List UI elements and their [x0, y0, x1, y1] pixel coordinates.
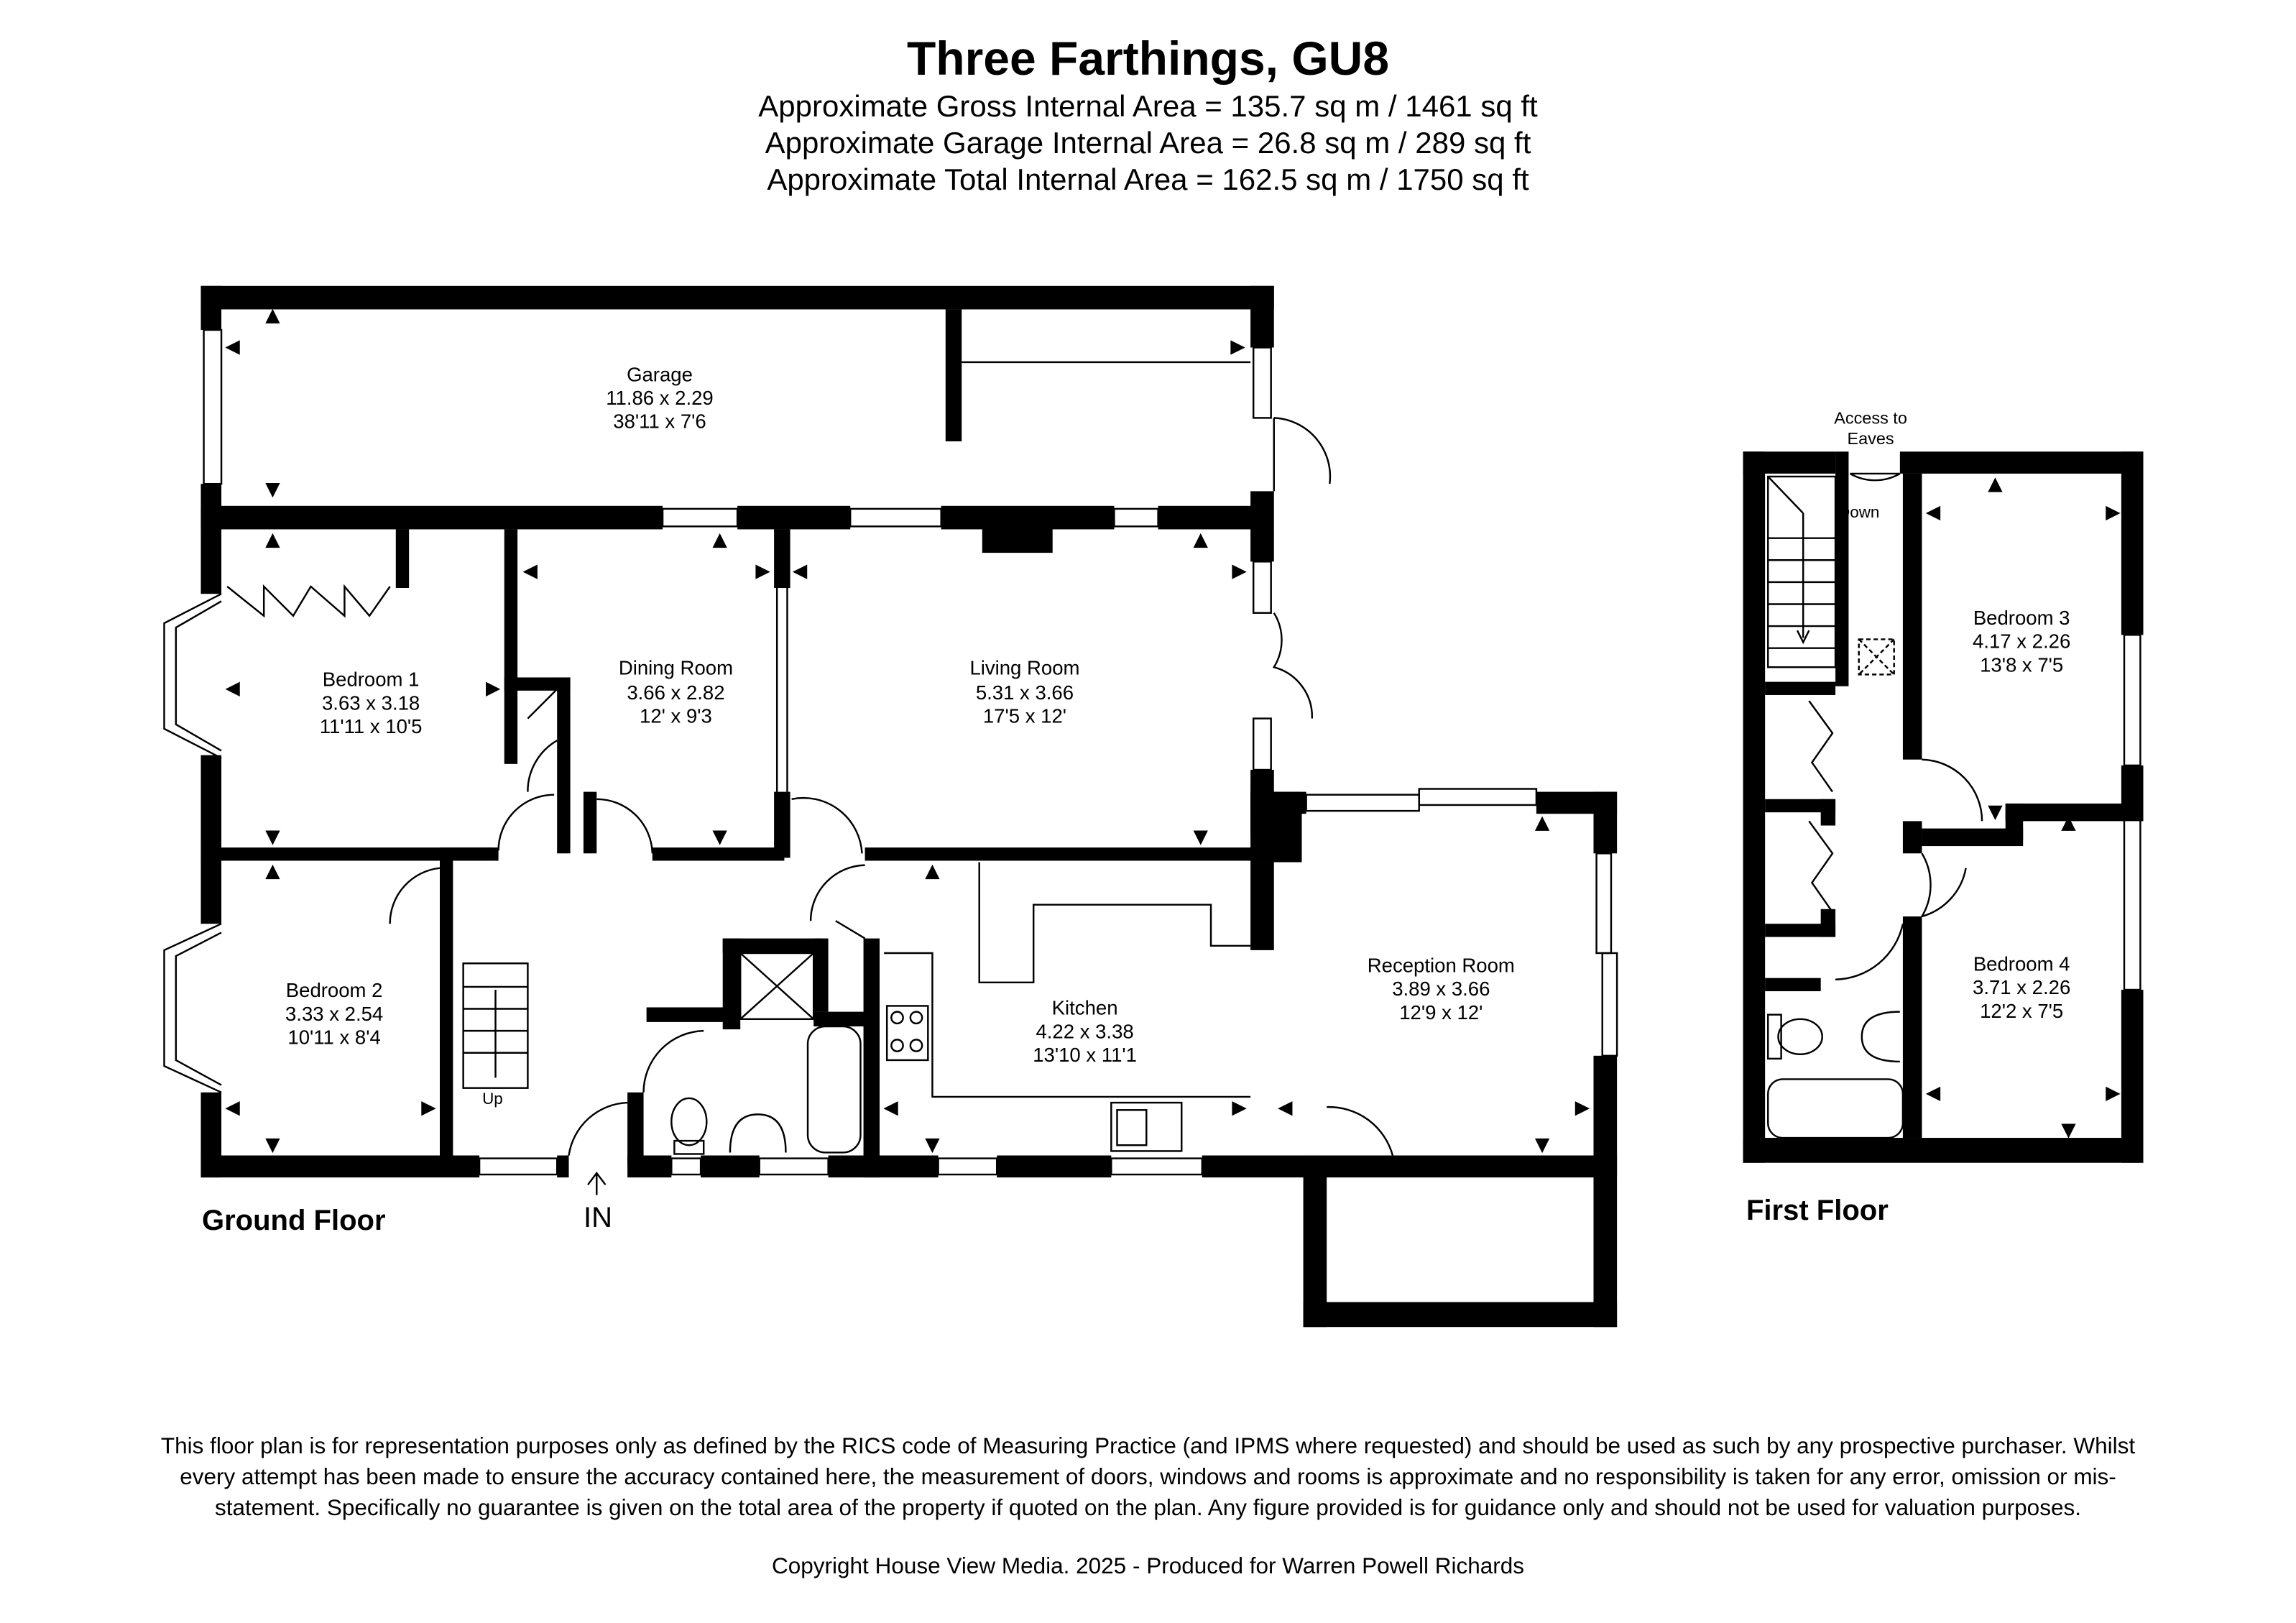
bedroom1-imperial: 11'11 x 10'5: [320, 715, 423, 737]
property-title: Three Farthings, GU8: [906, 32, 1390, 85]
plan-header: Three Farthings, GU8 Approximate Gross I…: [0, 29, 2296, 198]
garage-metric: 11.86 x 2.29: [606, 387, 713, 409]
stairs-down-label: Down: [1838, 503, 1879, 521]
kitchen-metric: 4.22 x 3.38: [1036, 1020, 1133, 1042]
ground-floor-walls: [200, 285, 1618, 1328]
dining-metric: 3.66 x 2.82: [627, 681, 724, 704]
ground-floor-details: [163, 328, 1618, 1195]
living-metric: 5.31 x 3.66: [976, 681, 1074, 704]
dining-imperial: 12' x 9'3: [640, 705, 712, 727]
kitchen-imperial: 13'10 x 11'1: [1033, 1044, 1137, 1066]
room-labels: Garage 11.86 x 2.29 38'11 x 7'6 Bedroom …: [285, 363, 2070, 1108]
bedroom4-label: Bedroom 4: [1973, 952, 2070, 975]
living-imperial: 17'5 x 12': [983, 705, 1066, 727]
dimension-arrows: [225, 308, 2121, 1154]
first-floor-walls: [1743, 451, 2144, 1163]
reception-imperial: 12'9 x 12': [1399, 1001, 1483, 1024]
bedroom2-label: Bedroom 2: [286, 979, 383, 1001]
first-floor-details: [1767, 472, 2141, 1139]
garage-label: Garage: [627, 363, 693, 385]
bedroom4-metric: 3.71 x 2.26: [1973, 976, 2070, 998]
gross-area: Approximate Gross Internal Area = 135.7 …: [758, 89, 1538, 123]
garage-imperial: 38'11 x 7'6: [613, 410, 706, 433]
bedroom3-label: Bedroom 3: [1973, 607, 2070, 629]
bedroom2-imperial: 10'11 x 8'4: [287, 1026, 380, 1048]
bedroom2-metric: 3.33 x 2.54: [285, 1003, 383, 1025]
disclaimer-text: This floor plan is for representation pu…: [160, 1433, 2136, 1520]
living-label: Living Room: [969, 656, 1079, 679]
eaves-label-line2: Eaves: [1847, 429, 1894, 448]
reception-label: Reception Room: [1368, 955, 1515, 977]
kitchen-label: Kitchen: [1052, 997, 1118, 1019]
ground-floor-label: Ground Floor: [202, 1205, 386, 1236]
eaves-label-line1: Access to: [1834, 409, 1907, 428]
stairs-up-label: Up: [482, 1090, 503, 1108]
garage-area: Approximate Garage Internal Area = 26.8 …: [765, 126, 1531, 160]
bedroom4-imperial: 12'2 x 7'5: [1980, 1000, 2063, 1022]
entrance-label: IN: [584, 1202, 612, 1233]
copyright-text: Copyright House View Media. 2025 - Produ…: [772, 1553, 1524, 1578]
dining-label: Dining Room: [619, 656, 733, 679]
first-floor-label: First Floor: [1746, 1195, 1889, 1226]
reception-metric: 3.89 x 3.66: [1392, 978, 1490, 1000]
bedroom3-imperial: 13'8 x 7'5: [1980, 653, 2063, 676]
bedroom3-metric: 4.17 x 2.26: [1973, 630, 2070, 653]
total-area: Approximate Total Internal Area = 162.5 …: [767, 162, 1529, 196]
bedroom1-label: Bedroom 1: [323, 668, 420, 691]
bedroom1-metric: 3.63 x 3.18: [322, 691, 420, 714]
